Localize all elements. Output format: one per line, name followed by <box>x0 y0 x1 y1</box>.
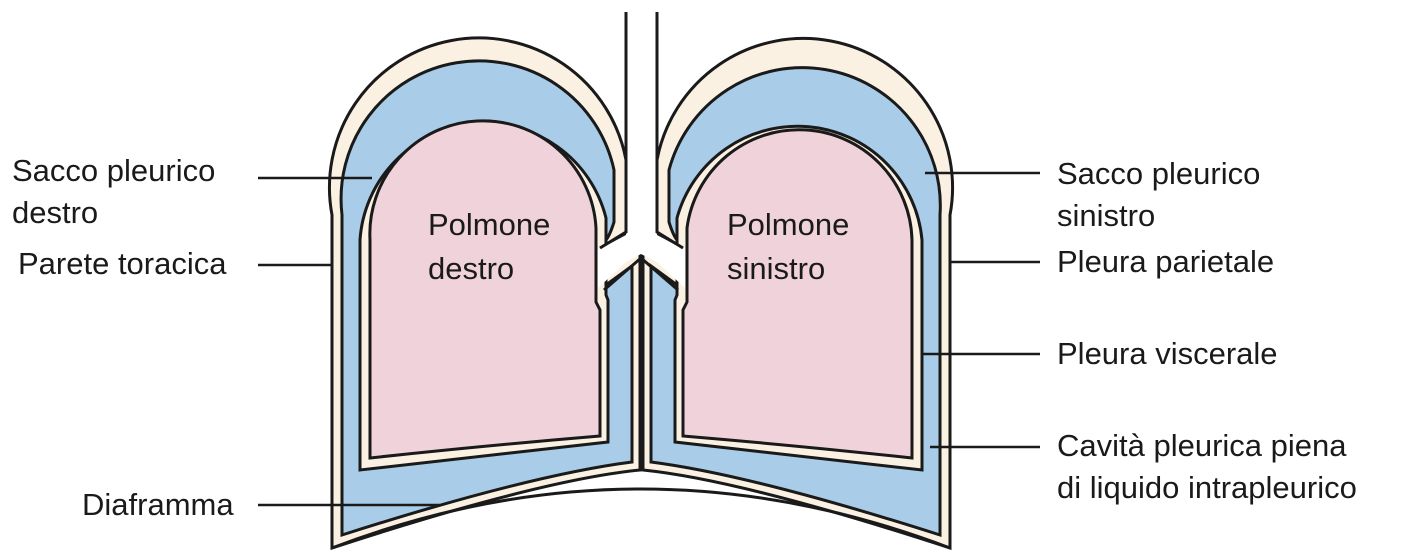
label-left-lung: Polmone sinistro <box>727 203 849 291</box>
label-left-pleural-sac: Sacco pleurico sinistro <box>1057 153 1260 237</box>
label-right-lung: Polmone destro <box>428 203 550 291</box>
label-visceral-pleura: Pleura viscerale <box>1057 333 1278 375</box>
label-right-pleural-sac: Sacco pleurico destro <box>12 150 215 234</box>
label-chest-wall: Parete toracica <box>18 243 227 285</box>
label-pleural-cavity: Cavità pleurica piena di liquido intrapl… <box>1057 425 1357 509</box>
label-diaphragm: Diaframma <box>82 484 234 526</box>
label-parietal-pleura: Pleura parietale <box>1057 241 1274 283</box>
trachea <box>626 12 657 160</box>
left-pleural-sac <box>643 38 953 548</box>
right-pleural-sac <box>329 38 640 548</box>
